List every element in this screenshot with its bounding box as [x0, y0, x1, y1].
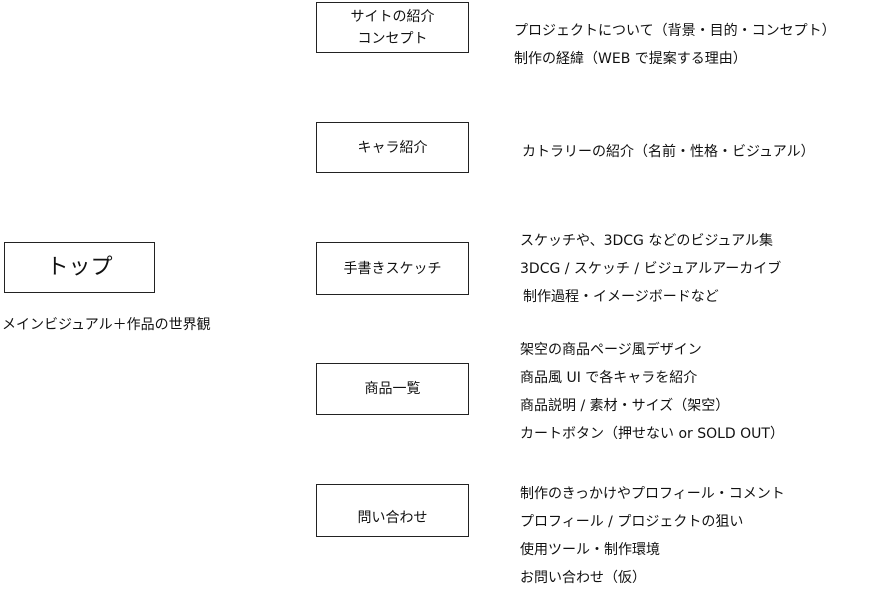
detail-line: 3DCG / スケッチ / ビジュアルアーカイブ	[520, 261, 782, 277]
section-label: 商品一覧	[364, 381, 421, 397]
section-label: 問い合わせ	[357, 509, 428, 526]
section-node-characters: キャラ紹介	[316, 122, 469, 173]
detail-line: 制作過程・イメージボードなど	[523, 289, 719, 305]
detail-line: プロジェクトについて（背景・目的・コンセプト）	[514, 23, 836, 39]
detail-line: カトラリーの紹介（名前・性格・ビジュアル）	[522, 144, 815, 160]
detail-line: 商品風 UI で各キャラを紹介	[520, 370, 698, 386]
section-label: 手書きスケッチ	[343, 260, 442, 277]
section-node-sketches: 手書きスケッチ	[316, 242, 469, 295]
section-details-contact: 制作のきっかけやプロフィール・コメント プロフィール / プロジェクトの狙い 使…	[520, 480, 785, 592]
section-details-sketches: スケッチや、3DCG などのビジュアル集 3DCG / スケッチ / ビジュアル…	[520, 227, 781, 311]
section-label: サイトの紹介	[350, 8, 435, 25]
detail-line: カートボタン（押せない or SOLD OUT）	[520, 426, 784, 442]
section-label: キャラ紹介	[357, 139, 428, 156]
top-page-caption: メインビジュアル＋作品の世界観	[2, 317, 211, 333]
detail-line: プロフィール / プロジェクトの狙い	[520, 514, 744, 530]
section-node-products: 商品一覧	[316, 363, 469, 415]
section-label: コンセプト	[357, 30, 428, 47]
detail-line: スケッチや、3DCG などのビジュアル集	[520, 233, 773, 249]
detail-line: 架空の商品ページ風デザイン	[520, 342, 702, 358]
section-details-products: 架空の商品ページ風デザイン 商品風 UI で各キャラを紹介 商品説明 / 素材・…	[520, 336, 784, 448]
detail-line: 制作の経緯（WEB で提案する理由）	[514, 51, 747, 67]
section-details-characters: カトラリーの紹介（名前・性格・ビジュアル）	[522, 138, 815, 166]
detail-line: 商品説明 / 素材・サイズ（架空）	[520, 398, 730, 414]
top-page-node: トップ	[4, 242, 155, 293]
detail-line: 使用ツール・制作環境	[520, 542, 660, 558]
detail-line: お問い合わせ（仮）	[520, 570, 646, 586]
section-node-contact: 問い合わせ	[316, 484, 469, 537]
section-details-concept: プロジェクトについて（背景・目的・コンセプト） 制作の経緯（WEB で提案する理…	[514, 17, 836, 73]
section-node-concept: サイトの紹介コンセプト	[316, 2, 469, 53]
top-page-label: トップ	[46, 254, 113, 280]
detail-line: 制作のきっかけやプロフィール・コメント	[520, 486, 785, 502]
